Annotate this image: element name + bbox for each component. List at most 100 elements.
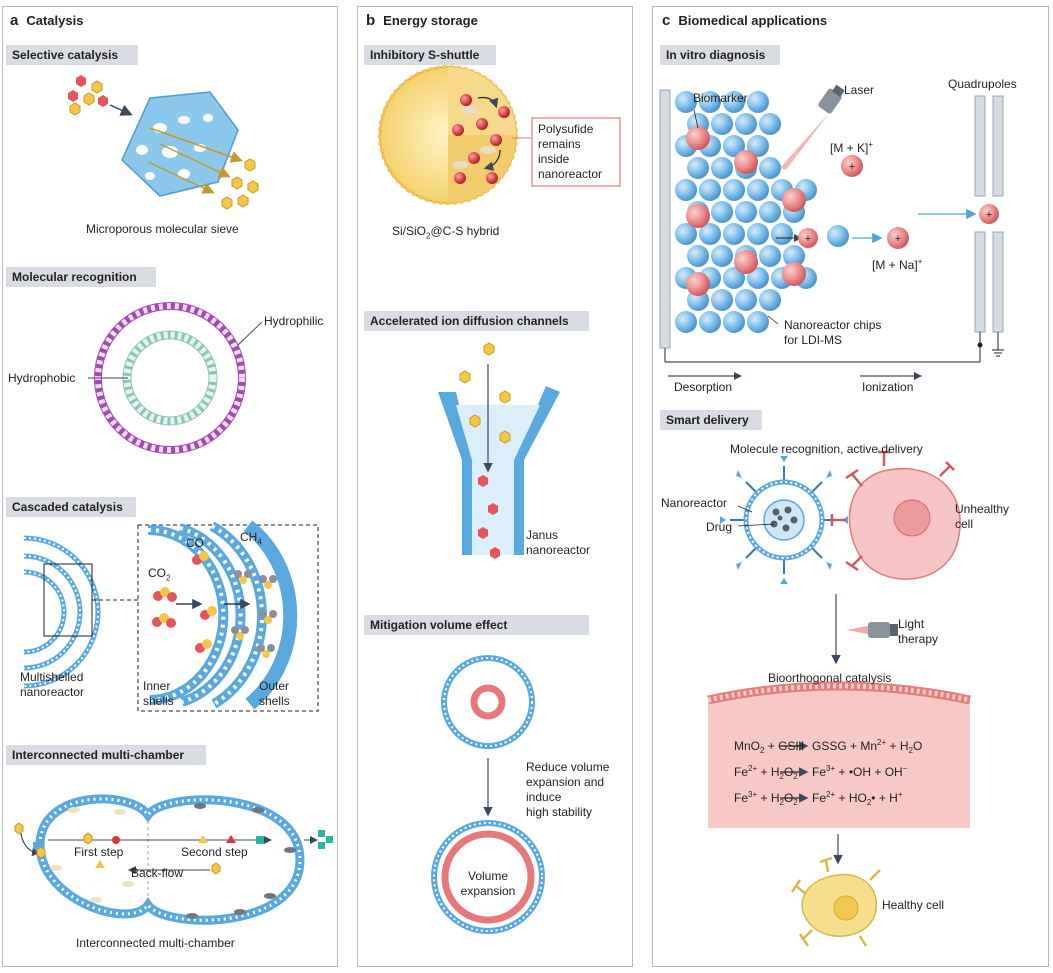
light-line2: therapy <box>898 632 939 646</box>
panel-a-heading: Catalysis <box>26 13 84 28</box>
ionization-label: Ionization <box>862 380 914 394</box>
first-step-label: First step <box>74 845 124 859</box>
selective-catalysis-graphic <box>68 75 259 210</box>
laser-label: Laser <box>844 83 875 97</box>
panel-b-letter: b <box>366 12 376 29</box>
outer-shells-label: Outer shells <box>259 679 290 709</box>
label-molecular-recognition: Molecular recognition <box>6 267 156 287</box>
multishelled-line2: nanoreactor <box>20 685 85 699</box>
bioorthogonal-label: Bioorthogonal catalysis <box>768 671 892 685</box>
unhealthy-cell-label: Unhealthy cell <box>955 502 1009 532</box>
quadrupoles-label: Quadrupoles <box>948 77 1017 91</box>
ldi-ms-graphic: + + + + <box>659 84 1004 380</box>
ch4-label: CH4 <box>240 530 262 549</box>
chips-line1: Nanoreactor chips <box>784 318 882 332</box>
janus-line1: Janus <box>526 528 559 542</box>
co2-sub: 2 <box>166 573 171 583</box>
volume-expansion-label: Volume expansion <box>458 869 518 899</box>
light-therapy-icon <box>846 622 898 638</box>
second-step-label: Second step <box>181 845 248 859</box>
co-label: CO <box>186 536 204 550</box>
molecular-sieve <box>121 91 239 197</box>
eq3-left: Fe3+ + H2O2 <box>734 790 798 807</box>
callout-line1: Polysufide <box>538 122 594 136</box>
reactant-molecules <box>68 75 108 116</box>
label-interconnected: Interconnected multi-chamber <box>6 745 206 765</box>
ch4-sub: 4 <box>257 537 262 547</box>
outer-line1: Outer <box>259 679 290 693</box>
volume-line2: expansion <box>460 884 516 898</box>
back-flow-label: Back-flow <box>131 866 184 880</box>
label-selective-catalysis: Selective catalysis <box>6 45 138 65</box>
callout-line2: remains <box>538 137 581 151</box>
eq2-left: Fe2+ + H2O2 <box>734 764 798 781</box>
unhealthy-line2: cell <box>955 517 974 531</box>
light-therapy-label: Light therapy <box>898 617 938 647</box>
polysulfide-callout: Polysufide remains inside nanoreactor <box>538 122 602 182</box>
svg-text:+: + <box>805 233 811 245</box>
smart-delivery-graphic <box>707 450 971 947</box>
hybrid-pre: Si/SiO <box>392 224 427 238</box>
label-mitigation: Mitigation volume effect <box>364 615 589 635</box>
co2-text: CO <box>148 566 166 580</box>
inner-shells-label: Inner shells <box>143 679 174 709</box>
label-s-shuttle: Inhibitory S-shuttle <box>364 45 496 65</box>
inner-line1: Inner <box>143 679 171 693</box>
sieve-caption: Microporous molecular sieve <box>86 222 239 236</box>
label-smart-delivery: Smart delivery <box>660 410 762 430</box>
outer-line2: shells <box>259 694 290 708</box>
nanoreactor-label: Nanoreactor <box>661 496 728 510</box>
co2-label: CO2 <box>148 566 170 585</box>
inner-line2: shells <box>143 694 174 708</box>
multi-chamber-caption: Interconnected multi-chamber <box>76 936 235 950</box>
label-cascaded-catalysis: Cascaded catalysis <box>6 497 136 517</box>
yolk-shell-sphere <box>378 65 621 205</box>
panel-a-letter: a <box>10 12 19 29</box>
multi-chamber-graphic <box>14 794 333 925</box>
svg-text:+: + <box>895 233 901 245</box>
janus-nanoreactor <box>438 342 560 559</box>
hybrid-sub: 2 <box>426 231 431 241</box>
multishelled-line1: Multishelled <box>20 670 84 684</box>
ch4-text: CH <box>240 530 258 544</box>
chips-label: Nanoreactor chips for LDI-MS <box>784 318 881 348</box>
molecular-recognition-graphic <box>88 302 263 454</box>
reduce-line4: high stability <box>526 805 593 819</box>
callout-line3: inside <box>538 152 570 166</box>
unhealthy-line1: Unhealthy <box>955 502 1010 516</box>
panel-c-heading: Biomedical applications <box>678 13 828 28</box>
recognition-caption: Molecule recognition, active delivery <box>730 442 923 456</box>
mna-text: [M + Na] <box>872 258 918 272</box>
eq1-left: MnO2 + GSH <box>734 739 804 755</box>
panel-b-heading: Energy storage <box>383 13 478 28</box>
reduce-volume-label: Reduce volume expansion and induce high … <box>526 760 609 820</box>
panel-c-letter: c <box>662 12 671 29</box>
hybrid-post: @C-S hybrid <box>430 224 500 238</box>
biomarker-label: Biomarker <box>693 91 748 105</box>
reaction-equations: MnO2 + GSH GSSG + Mn2+ + H2O Fe2+ + H2O2… <box>734 738 922 807</box>
mk-label: [M + K]+ <box>830 137 873 156</box>
callout-line4: nanoreactor <box>538 167 603 181</box>
mk-sup: + <box>868 140 874 149</box>
panel-a-title: a Catalysis <box>10 12 83 29</box>
janus-label: Janus nanoreactor <box>526 528 590 558</box>
desorption-label: Desorption <box>674 380 733 394</box>
panel-c-title: c Biomedical applications <box>662 12 827 29</box>
mna-sup: + <box>917 257 923 266</box>
reduce-line1: Reduce volume <box>526 760 610 774</box>
eq1-right: GSSG + Mn2+ + H2O <box>812 738 922 755</box>
hybrid-caption: Si/SiO2@C-S hybrid <box>392 224 499 243</box>
mk-text: [M + K] <box>830 141 869 155</box>
reduce-line3: induce <box>526 790 562 804</box>
label-ion-channels: Accelerated ion diffusion channels <box>364 311 589 331</box>
eq3-right: Fe2+ + HO2• + H+ <box>812 790 903 807</box>
hydrophobic-label: Hydrophobic <box>8 371 76 385</box>
chips-line2: for LDI-MS <box>784 333 843 347</box>
mna-label: [M + Na]+ <box>872 254 922 273</box>
light-line1: Light <box>898 617 925 631</box>
volume-expansion-graphic <box>431 655 545 934</box>
svg-text:+: + <box>849 161 855 173</box>
laser-icon <box>818 84 845 114</box>
svg-text:+: + <box>986 209 992 221</box>
